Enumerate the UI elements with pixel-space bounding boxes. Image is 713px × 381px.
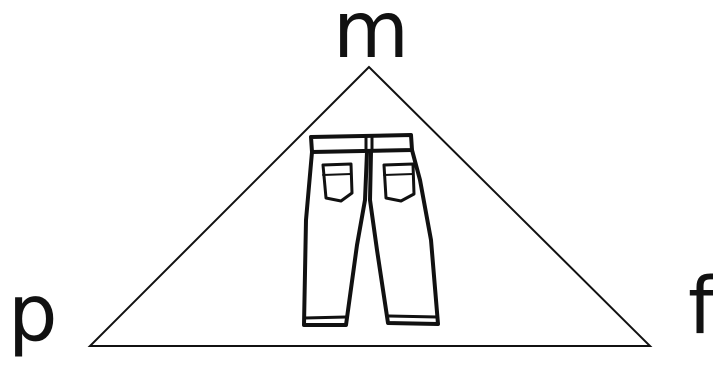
pants-icon <box>304 135 438 325</box>
letter-top-m: m <box>333 0 409 70</box>
letter-right-f: f <box>688 268 713 346</box>
letter-left-p: p <box>8 275 58 353</box>
